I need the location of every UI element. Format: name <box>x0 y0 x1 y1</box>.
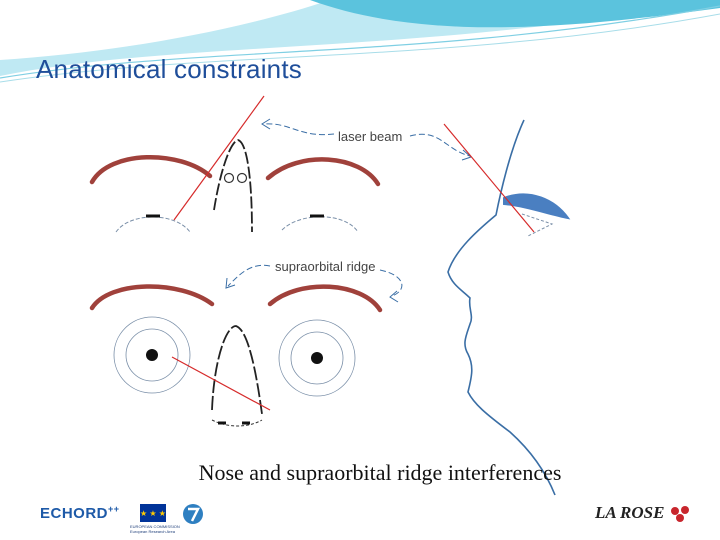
eyebrow-left-bottom <box>89 284 215 311</box>
eye-bottom-right-outer <box>278 319 356 397</box>
slide-title: Anatomical constraints <box>36 54 302 84</box>
header-swoosh <box>0 0 720 83</box>
face-profile <box>447 119 556 496</box>
arrow-ridge-right-head <box>389 290 399 303</box>
brow-profile <box>503 193 571 220</box>
eye-top-right <box>281 216 359 233</box>
eyebrow-left-top <box>89 154 213 185</box>
eye-bottom-right-pupil <box>311 352 323 364</box>
eye-top-left <box>115 216 191 233</box>
laser-beam-top <box>173 95 265 221</box>
fp7-logo-icon <box>183 504 203 524</box>
laser-beam-bottom <box>171 356 271 411</box>
eyebrow-right-bottom <box>267 284 383 313</box>
eu-logo-text: EUROPEAN COMMISSION European Research Ar… <box>130 524 180 534</box>
rose-icon <box>670 506 689 523</box>
nose-bottom <box>211 325 263 415</box>
arrow-laser-left <box>263 123 335 136</box>
eye-bottom-left-pupil <box>146 349 158 361</box>
arrow-laser-right <box>409 133 471 157</box>
nose-bottom-base <box>211 419 263 427</box>
eye-bottom-left-outer <box>113 316 191 394</box>
echord-logo: ECHORD++ <box>40 504 120 522</box>
slide-caption: Nose and supraorbital ridge interference… <box>198 460 562 485</box>
nostril-left-top <box>223 172 235 184</box>
eye-bottom-right-inner <box>290 331 344 385</box>
arrow-laser-left-head <box>261 118 271 130</box>
larose-logo: LA ROSE <box>595 503 691 523</box>
label-laser-beam: laser beam <box>338 129 402 144</box>
arrow-ridge-left <box>227 264 271 287</box>
laser-beam-profile <box>443 123 535 233</box>
eu-flag-icon: ★ ★ ★ <box>140 504 166 522</box>
label-supraorbital-ridge: supraorbital ridge <box>275 259 375 274</box>
nostril-right-top <box>236 172 248 184</box>
arrow-ridge-left-head <box>225 277 236 289</box>
eye-bottom-left-inner <box>125 328 179 382</box>
eye-profile <box>521 213 554 237</box>
nose-top <box>213 139 253 233</box>
arrow-ridge-right <box>379 269 403 297</box>
eyebrow-right-top <box>265 157 381 187</box>
